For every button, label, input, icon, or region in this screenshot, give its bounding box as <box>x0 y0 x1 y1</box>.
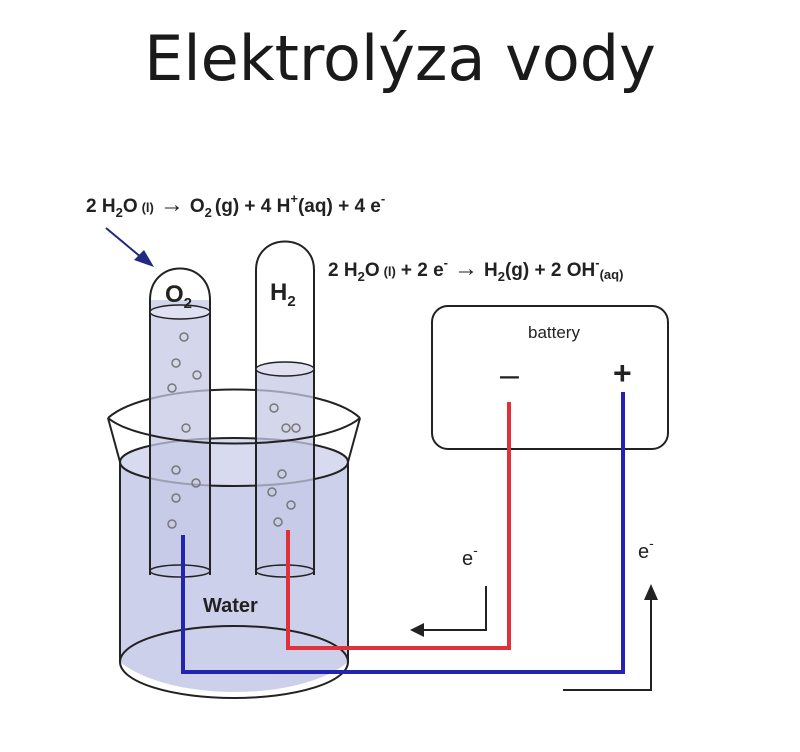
bubble <box>167 519 177 529</box>
hydrogen-tube-top <box>255 240 315 271</box>
beaker-rim-right <box>347 417 361 463</box>
electron-flow-label-right: e- <box>638 535 654 563</box>
anode-equation: 2 H2O(l)→O2(g) + 4 H+(aq) + 4 e- <box>86 191 385 220</box>
oxygen-label: O2 <box>165 281 192 312</box>
beaker-rim-front <box>107 417 361 445</box>
electron-flow-arrow-right <box>563 598 652 691</box>
water-label: Water <box>203 595 258 617</box>
bubble <box>267 487 277 497</box>
bubble <box>171 493 181 503</box>
battery <box>431 305 669 450</box>
bubble <box>273 517 283 527</box>
hydrogen-gas-space <box>256 241 314 368</box>
bubble <box>269 403 279 413</box>
page-title: Elektrolýza vody <box>144 22 656 95</box>
red-wire-cathode <box>286 402 511 650</box>
electron-flow-arrowhead-left <box>410 623 424 637</box>
pointer-arrow-head <box>134 250 154 267</box>
bubble <box>281 423 291 433</box>
hydrogen-label: H2 <box>270 279 296 310</box>
beaker-bottom <box>119 625 349 699</box>
electron-flow-label-left: e- <box>462 542 478 570</box>
oxygen-tube-fill <box>150 268 210 575</box>
electron-flow-arrow-left <box>422 586 487 631</box>
bubble <box>191 478 201 488</box>
oxygen-tube-mouth <box>149 564 211 578</box>
oxygen-gas-level <box>149 304 211 320</box>
beaker-rim-left <box>107 417 121 463</box>
beaker-rim-back <box>107 388 361 419</box>
bubble <box>171 358 181 368</box>
hydrogen-tube-mouth <box>255 564 315 578</box>
gas-bubbles <box>167 332 301 529</box>
bubble <box>286 500 296 510</box>
bubble <box>179 332 189 342</box>
bubble <box>192 370 202 380</box>
bubble <box>291 423 301 433</box>
blue-wire-anode <box>181 392 625 674</box>
battery-label: battery <box>528 323 580 342</box>
bubble <box>181 423 191 433</box>
battery-negative-terminal: – <box>500 356 519 394</box>
electron-flow-arrowhead-right <box>644 584 658 600</box>
oxygen-tube-top <box>149 267 211 301</box>
hydrogen-gas-level <box>255 361 315 377</box>
bubble <box>171 465 181 475</box>
battery-positive-terminal: + <box>613 355 632 391</box>
pointer-arrow-line <box>105 227 143 259</box>
bubble <box>277 469 287 479</box>
bubble <box>167 383 177 393</box>
cathode-equation: 2 H2O(l)+ 2 e-→H2(g) + 2 OH-(aq) <box>328 255 623 284</box>
